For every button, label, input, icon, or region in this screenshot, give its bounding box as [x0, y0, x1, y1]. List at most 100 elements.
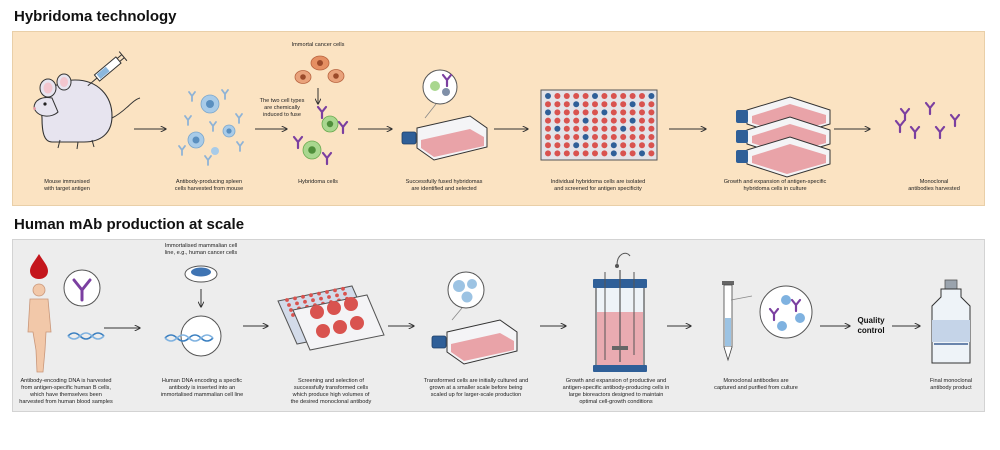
plate-well: [289, 308, 293, 312]
plate-well: [620, 125, 627, 132]
culture-flask-icon: [401, 115, 488, 161]
purification-column-icon: [722, 281, 753, 362]
plate-well: [563, 117, 570, 124]
plate-well: [582, 142, 589, 149]
plate-well: [620, 134, 627, 140]
plate-well: [573, 93, 580, 99]
human-mab-section-title: Human mAb production at scale: [14, 216, 245, 233]
plate-well: [545, 134, 551, 140]
plate-well: [610, 125, 617, 132]
plate-well: [629, 93, 636, 99]
caption-line: harvested from human blood samples: [19, 399, 113, 405]
plate-well: [573, 101, 580, 108]
caption-line: Successfully fused hybridomas: [405, 179, 483, 185]
plate-well: [610, 142, 617, 149]
well-plate-icon: [540, 89, 658, 161]
plate-well: [582, 134, 589, 140]
plate-well: [639, 93, 645, 99]
plate-well: [319, 296, 323, 301]
plate-well: [554, 109, 561, 116]
step-caption: Transformed cells are initially cultured…: [424, 378, 529, 399]
hybridoma-cells-icon: [292, 105, 349, 166]
plate-well: [545, 117, 551, 124]
caption-line: which produce high volumes of: [292, 392, 370, 398]
plate-well: [592, 125, 598, 132]
plate-well: [573, 125, 580, 132]
plate-well: [582, 101, 589, 108]
cancer-cells-note: Immortal cancer cells: [292, 42, 345, 49]
plate-well: [545, 142, 551, 149]
selection-magnifier: [422, 69, 458, 119]
plate-well: [601, 117, 608, 124]
plate-well: [639, 109, 645, 116]
plate-well: [601, 150, 608, 157]
caption-line: and screened for antigen specificity: [554, 186, 642, 192]
caption-line: captured and purified from culture: [714, 385, 798, 391]
plate-well: [620, 142, 627, 149]
plate-well: [573, 134, 580, 140]
plate-well: [648, 109, 655, 116]
plate-well: [620, 101, 627, 108]
caption-line: scaled up for larger-scale production: [430, 392, 522, 398]
plate-well: [610, 150, 617, 157]
plate-well: [582, 125, 589, 132]
plate-well: [573, 150, 580, 157]
plate-well: [554, 101, 561, 108]
caption-line: antibody product: [930, 385, 972, 391]
plate-well: [610, 117, 617, 124]
plate-well: [291, 313, 295, 317]
caption-line: antibody is inserted into an: [168, 385, 236, 391]
caption-line: Growth and expansion of antigen-specific: [723, 179, 827, 185]
plate-well: [601, 101, 608, 108]
dna-icon: [67, 332, 105, 340]
caption-line: induced to fuse: [263, 112, 301, 118]
plate-well: [592, 150, 598, 157]
plate-well: [601, 134, 608, 140]
caption-line: large bioreactors designed to maintain: [568, 392, 664, 398]
plate-well: [639, 134, 645, 140]
plate-well: [335, 293, 339, 298]
blood-drop-icon: [30, 254, 48, 279]
plate-well: [648, 150, 655, 157]
plate-well: [285, 298, 289, 302]
petri-dish-icon: [184, 265, 218, 283]
plate-well: [341, 286, 345, 291]
syringe-icon: [87, 51, 128, 87]
plate-well: [592, 134, 598, 140]
well-plate-icon: [277, 285, 385, 351]
culture-flask-icon: [431, 319, 518, 365]
caption-line: hybridoma cells in culture: [743, 186, 807, 192]
plate-well: [592, 142, 598, 149]
flask-stack-icon: [736, 96, 831, 178]
caption-line: the desired monoclonal antibody: [290, 399, 372, 405]
bioreactor-icon: [593, 252, 647, 372]
plate-well: [563, 109, 570, 116]
mouse-icon: [33, 73, 141, 150]
plate-well: [639, 150, 645, 157]
plate-well: [639, 117, 645, 124]
plate-well: [573, 142, 580, 149]
caption-line: The two cell types: [259, 98, 305, 104]
antibody-icon: [894, 101, 961, 140]
plate-well: [648, 125, 655, 132]
caption-line: grown at a smaller scale before being: [429, 385, 523, 391]
caption-line: control: [857, 326, 885, 335]
plate-well: [639, 101, 645, 108]
plate-well: [563, 134, 570, 140]
plate-well: [303, 299, 307, 304]
plate-well: [301, 294, 305, 299]
plate-well: [545, 150, 551, 157]
plate-well: [648, 142, 655, 149]
caption-line: line, e.g., human cancer cells: [164, 250, 238, 256]
plate-well: [592, 117, 598, 124]
